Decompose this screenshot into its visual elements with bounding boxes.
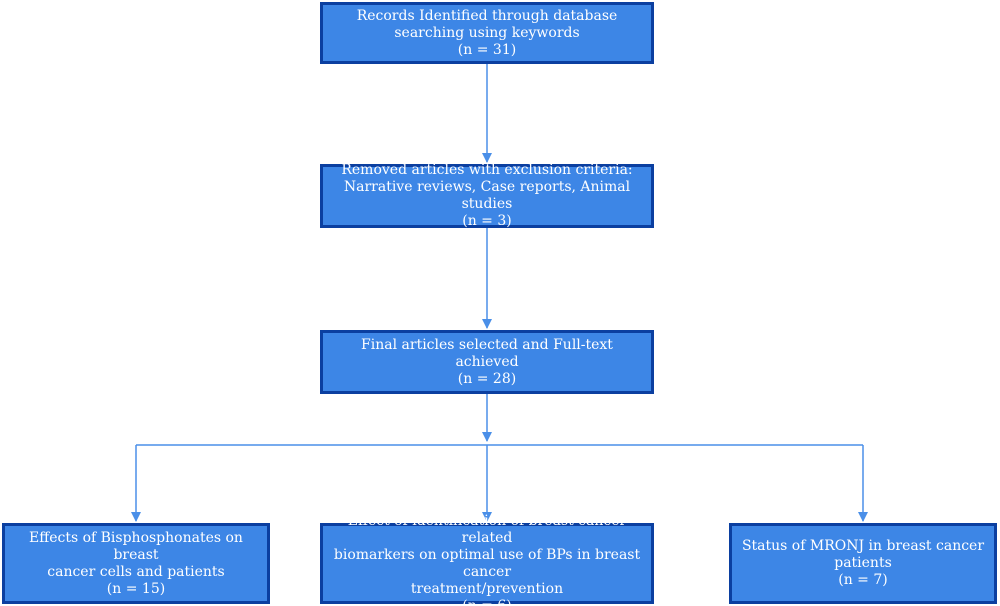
removed-articles-count: (n = 3) bbox=[462, 213, 512, 229]
records-identified-line2: searching using keywords bbox=[394, 24, 580, 41]
biomarkers-effect-line1: Effect of identification of breast cance… bbox=[347, 512, 627, 546]
biomarkers-effect-box: Effect of identification of breast cance… bbox=[320, 513, 654, 606]
mronj-status-line1: Status of MRONJ in breast cancer bbox=[741, 538, 985, 554]
records-identified-box: Records Identified through database sear… bbox=[320, 2, 654, 64]
mronj-status-count: (n = 7) bbox=[838, 572, 888, 588]
final-articles-line1: Final articles selected and Full-text bbox=[361, 336, 613, 353]
mronj-status-line2: patients bbox=[834, 555, 892, 571]
bisphosphonates-effects-line2: cancer cells and patients bbox=[47, 563, 225, 580]
bisphosphonates-effects-count: (n = 15) bbox=[106, 580, 166, 597]
biomarkers-effect-line2: biomarkers on optimal use of BPs in brea… bbox=[333, 546, 641, 580]
bisphosphonates-effects-line1: Effects of Bisphosphonates on breast bbox=[29, 529, 243, 563]
bisphosphonates-effects-box: Effects of Bisphosphonates on breast can… bbox=[2, 523, 270, 604]
biomarkers-effect-count: (n = 6) bbox=[462, 597, 512, 606]
records-identified-line1: Records Identified through database bbox=[356, 7, 618, 24]
removed-articles-box: Removed articles with exclusion criteria… bbox=[320, 162, 654, 229]
final-articles-box: Final articles selected and Full-text ac… bbox=[320, 330, 654, 394]
final-articles-count: (n = 28) bbox=[457, 370, 517, 387]
mronj-status-box: Status of MRONJ in breast cancer patient… bbox=[729, 523, 997, 604]
removed-articles-line2: Narrative reviews, Case reports, Animal … bbox=[343, 179, 631, 212]
final-articles-line2: achieved bbox=[455, 353, 519, 370]
removed-articles-line1: Removed articles with exclusion criteria… bbox=[341, 162, 633, 178]
records-identified-count: (n = 31) bbox=[457, 41, 517, 58]
biomarkers-effect-line3: treatment/prevention bbox=[410, 580, 564, 597]
